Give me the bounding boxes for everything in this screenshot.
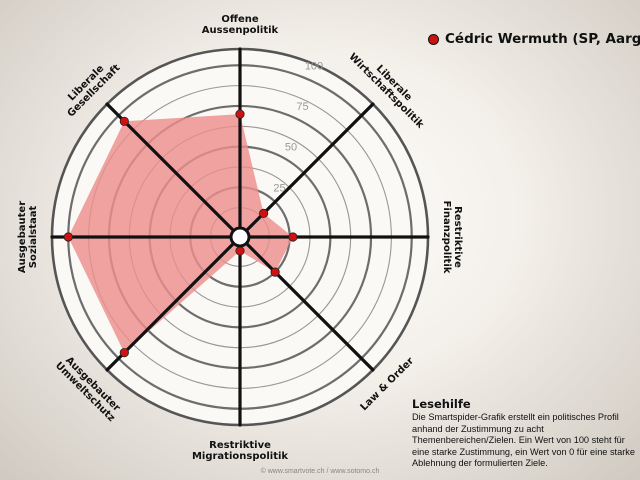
data-point xyxy=(119,116,129,126)
axis-label-line: Ausgebauter xyxy=(17,201,28,273)
tick-label: 25 xyxy=(273,182,285,194)
data-point xyxy=(235,109,245,119)
footer-credit: © www.smartvote.ch / www.sotomo.ch xyxy=(260,468,380,475)
axis-label-line: Restriktive xyxy=(209,440,271,451)
axis-label: AusgebauterSozialstaat xyxy=(17,201,39,273)
tick-label: 100 xyxy=(305,60,323,72)
axis-label-line: Aussenpolitik xyxy=(202,25,279,36)
axis-label-line: Restriktive xyxy=(452,206,463,268)
legend: Cédric Wermuth (SP, Aargau) xyxy=(428,31,640,47)
data-point xyxy=(270,267,280,277)
axis-label: RestriktiveFinanzpolitik xyxy=(441,201,463,274)
data-point xyxy=(288,232,298,242)
axis-label-line: Migrationspolitik xyxy=(192,451,288,462)
tick-label: 75 xyxy=(296,101,308,113)
reading-help: Lesehilfe Die Smartspider-Grafik erstell… xyxy=(412,397,638,470)
tick-label: 50 xyxy=(285,142,297,154)
profile-area xyxy=(68,114,293,353)
axis-line xyxy=(238,235,375,372)
data-point xyxy=(259,208,269,218)
reading-help-title: Lesehilfe xyxy=(412,397,471,411)
axis-label-line: Sozialstaat xyxy=(28,206,39,269)
data-point xyxy=(235,246,245,256)
reading-help-text: Die Smartspider-Grafik erstellt ein poli… xyxy=(412,412,635,468)
axis-label-line: Finanzpolitik xyxy=(441,201,452,274)
data-point xyxy=(63,232,73,242)
legend-label: Cédric Wermuth (SP, Aargau) xyxy=(445,31,640,47)
axis-label-line: Offene xyxy=(221,14,259,25)
axis-line xyxy=(105,235,242,372)
center-hole xyxy=(229,226,251,248)
axis-line xyxy=(105,102,242,239)
data-point xyxy=(119,348,129,358)
legend-marker xyxy=(428,33,439,45)
